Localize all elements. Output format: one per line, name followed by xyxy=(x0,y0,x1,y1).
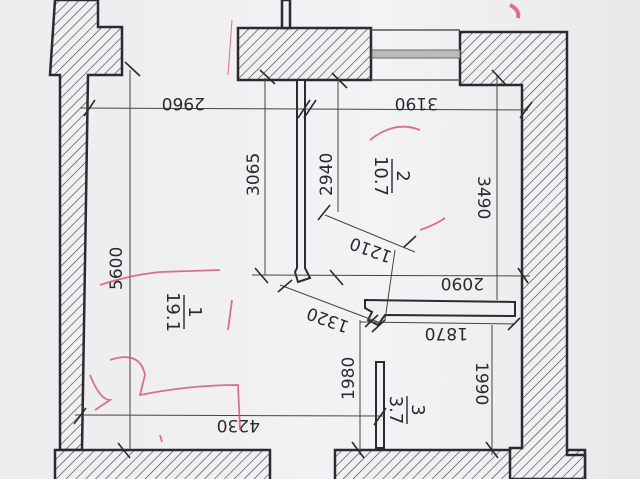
room-area: 19.1 xyxy=(162,292,183,332)
room-number: 2 xyxy=(392,170,413,181)
dim-2960: 2960 xyxy=(162,93,205,113)
wall-left xyxy=(48,0,124,452)
dim-2090: 2090 xyxy=(441,273,484,293)
room-area: 3.7 xyxy=(385,396,406,425)
dim-4230: 4230 xyxy=(217,415,260,435)
room-area: 10.7 xyxy=(370,156,391,196)
dim-3065: 3065 xyxy=(244,153,264,196)
dimension-ticks xyxy=(73,61,533,459)
dim-5600: 5600 xyxy=(107,247,127,290)
partition-vertical xyxy=(293,79,312,284)
dim-3490: 3490 xyxy=(473,176,493,219)
room-2-label: 2 10.7 xyxy=(370,156,413,196)
dim-3190: 3190 xyxy=(395,93,438,113)
wall-top-middle xyxy=(236,26,373,82)
dim-1980: 1980 xyxy=(339,357,359,400)
dim-1320: 1320 xyxy=(304,303,351,337)
wall-right xyxy=(458,30,587,479)
room-3-label: 3 3.7 xyxy=(385,396,428,425)
room-number: 1 xyxy=(184,306,205,317)
pipe xyxy=(280,0,292,30)
dim-1210: 1210 xyxy=(347,233,394,267)
dim-1870: 1870 xyxy=(425,323,468,343)
dim-1990: 1990 xyxy=(471,362,491,405)
walls xyxy=(48,0,587,479)
partition-bathroom xyxy=(375,361,385,449)
dim-2940: 2940 xyxy=(317,153,337,196)
pen-annotations xyxy=(89,3,521,443)
partition-horizontal xyxy=(364,298,516,327)
wall-bottom-left xyxy=(53,448,272,479)
partitions xyxy=(293,79,516,449)
room-1-label: 1 19.1 xyxy=(162,292,205,332)
room-number: 3 xyxy=(407,404,428,415)
window xyxy=(371,29,461,81)
